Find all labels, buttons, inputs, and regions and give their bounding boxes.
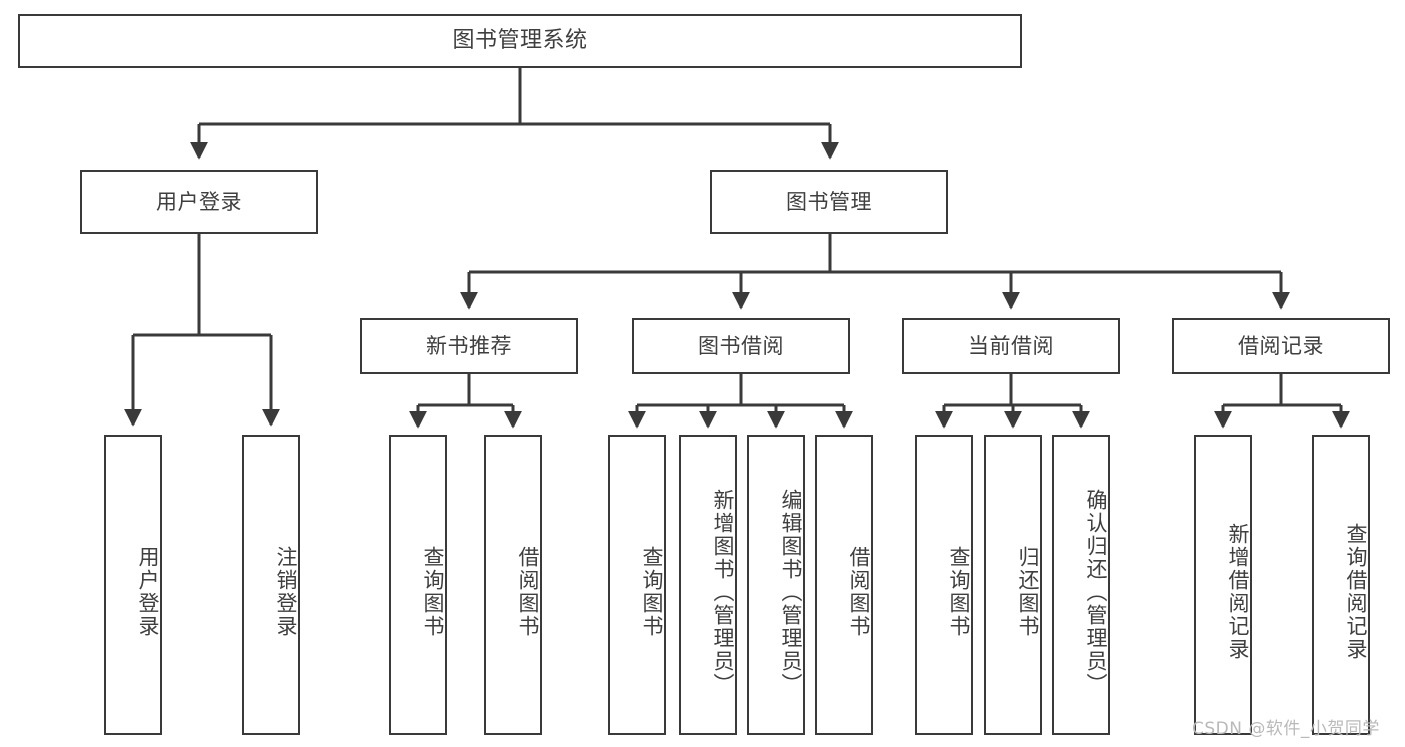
node-root-label: 图书管理系统 (452, 28, 588, 54)
leaf-confirm-return-admin-label: 确认归还（管理员） (1084, 488, 1108, 696)
node-book-borrow-label: 图书借阅 (698, 333, 784, 358)
leaf-query-book-borrow[interactable]: 查询图书 (608, 435, 666, 735)
node-new-book-recommend[interactable]: 新书推荐 (360, 318, 578, 374)
leaf-query-book-borrow-label: 查询图书 (640, 546, 664, 638)
leaf-logout-label: 注销登录 (274, 546, 298, 638)
leaf-borrow-book-label: 借阅图书 (847, 546, 871, 638)
leaf-logout[interactable]: 注销登录 (242, 435, 300, 735)
node-new-book-recommend-label: 新书推荐 (426, 333, 512, 358)
leaf-return-book[interactable]: 归还图书 (984, 435, 1042, 735)
leaf-query-book-current[interactable]: 查询图书 (915, 435, 973, 735)
leaf-query-book-recommend[interactable]: 查询图书 (389, 435, 447, 735)
leaf-add-borrow-record[interactable]: 新增借阅记录 (1194, 435, 1252, 735)
leaf-return-book-label: 归还图书 (1016, 546, 1040, 638)
node-user-login[interactable]: 用户登录 (80, 170, 318, 234)
leaf-query-borrow-record[interactable]: 查询借阅记录 (1312, 435, 1370, 735)
leaf-add-borrow-record-label: 新增借阅记录 (1226, 523, 1250, 661)
leaf-user-login[interactable]: 用户登录 (104, 435, 162, 735)
leaf-borrow-book-recommend[interactable]: 借阅图书 (484, 435, 542, 735)
watermark: CSDN @软件_小贺同学 (1192, 719, 1380, 739)
node-root[interactable]: 图书管理系统 (18, 14, 1022, 68)
leaf-confirm-return-admin[interactable]: 确认归还（管理员） (1052, 435, 1110, 735)
node-current-borrow[interactable]: 当前借阅 (902, 318, 1120, 374)
leaf-edit-book-admin[interactable]: 编辑图书（管理员） (747, 435, 805, 735)
node-book-management[interactable]: 图书管理 (710, 170, 948, 234)
node-book-management-label: 图书管理 (786, 189, 872, 214)
leaf-query-borrow-record-label: 查询借阅记录 (1344, 523, 1368, 661)
leaf-query-book-recommend-label: 查询图书 (421, 546, 445, 638)
node-user-login-label: 用户登录 (156, 189, 242, 214)
leaf-add-book-admin-label: 新增图书（管理员） (711, 488, 735, 696)
node-borrow-record[interactable]: 借阅记录 (1172, 318, 1390, 374)
leaf-borrow-book-recommend-label: 借阅图书 (516, 546, 540, 638)
leaf-add-book-admin[interactable]: 新增图书（管理员） (679, 435, 737, 735)
leaf-borrow-book[interactable]: 借阅图书 (815, 435, 873, 735)
leaf-edit-book-admin-label: 编辑图书（管理员） (779, 488, 803, 696)
node-current-borrow-label: 当前借阅 (968, 333, 1054, 358)
node-borrow-record-label: 借阅记录 (1238, 333, 1324, 358)
node-book-borrow[interactable]: 图书借阅 (632, 318, 850, 374)
leaf-query-book-current-label: 查询图书 (947, 546, 971, 638)
leaf-user-login-label: 用户登录 (136, 546, 160, 638)
